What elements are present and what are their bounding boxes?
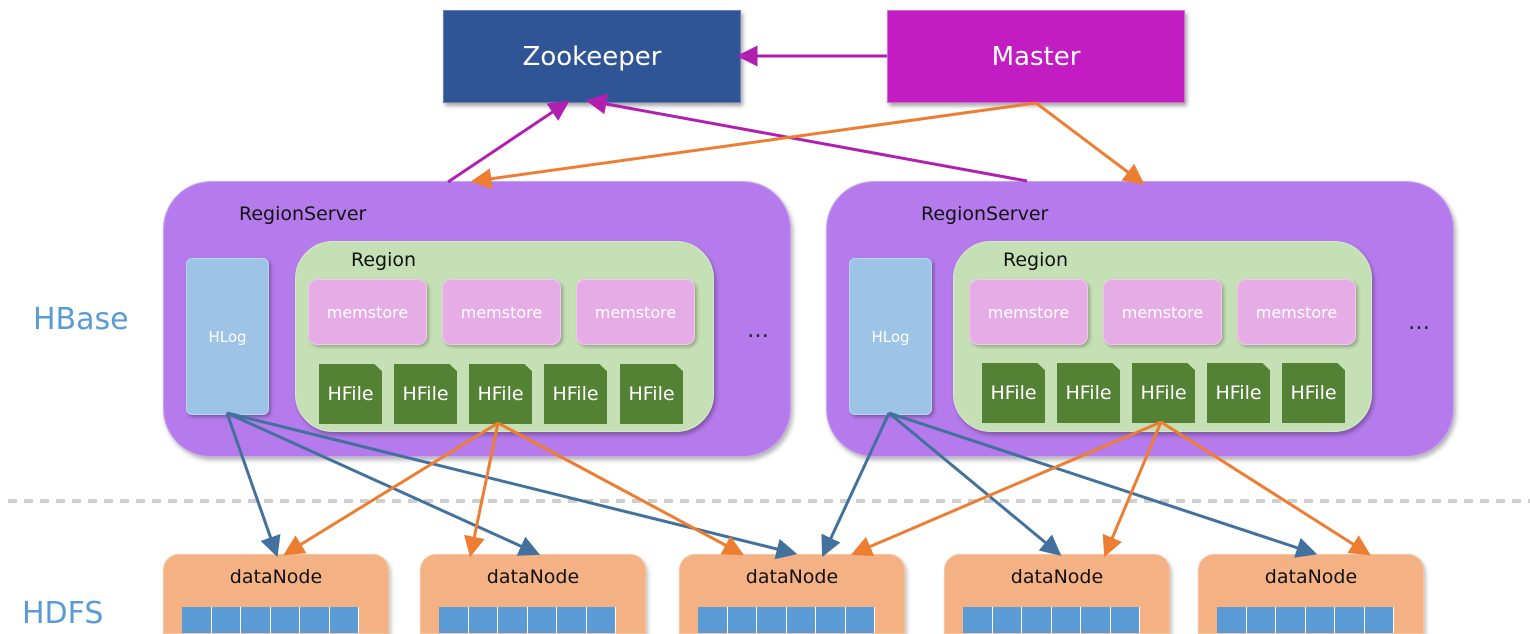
memstore: memstore [576,279,695,345]
hfile: HFile [1132,363,1195,423]
memstore: memstore [442,279,561,345]
memstore-label: memstore [594,302,677,322]
hlog-label: HLog [208,327,247,346]
data-node-label: dataNode [745,566,839,588]
memstore-label: memstore [987,302,1070,322]
hfile: HFile [394,364,457,424]
hfile: HFile [1282,363,1345,423]
memstore: memstore [308,279,427,345]
hfile: HFile [1057,363,1120,423]
region-server-2: RegionServer HLog Region memstore memsto… [826,181,1454,457]
data-node-1: dataNode [163,554,389,634]
hfile: HFile [544,364,607,424]
hfile-label: HFile [552,383,599,405]
hfile-label: HFile [1140,382,1187,404]
regionserver1-to-zookeeper-arrow [447,100,570,184]
region-server-1: RegionServer HLog Region memstore memsto… [163,181,791,457]
more-regions-ellipsis: … [1408,310,1430,335]
zookeeper-node: Zookeeper [443,10,741,103]
data-blocks [439,607,616,633]
data-node-3: dataNode [679,554,905,634]
hlog-label: HLog [871,327,910,346]
more-regions-ellipsis: … [747,318,769,343]
memstore-label: memstore [460,302,543,322]
regionserver2-to-zookeeper-arrow [585,93,1028,183]
region-server-label: RegionServer [921,203,1049,225]
hfile-label: HFile [1215,382,1262,404]
data-node-label: dataNode [1264,566,1358,588]
region: Region memstore memstore memstore HFile … [295,241,714,432]
hlog: HLog [849,258,932,415]
master-node: Master [887,10,1185,103]
region: Region memstore memstore memstore HFile … [953,241,1372,432]
memstore: memstore [1237,279,1356,345]
hfile-label: HFile [477,383,524,405]
region-server-label: RegionServer [239,203,367,225]
region-label: Region [1003,249,1069,271]
data-node-2: dataNode [420,554,646,634]
hfile: HFile [982,363,1045,423]
data-blocks [698,607,875,633]
memstore: memstore [1103,279,1222,345]
zookeeper-label: Zookeeper [522,41,662,72]
data-blocks [963,607,1140,633]
hdfs-layer-label: HDFS [22,596,104,631]
data-node-label: dataNode [229,566,323,588]
hbase-layer-label: HBase [33,302,129,337]
hfile-label: HFile [402,383,449,405]
hfile-label: HFile [990,382,1037,404]
hfile-label: HFile [327,383,374,405]
memstore-label: memstore [326,302,409,322]
master-label: Master [991,41,1081,72]
data-node-label: dataNode [1010,566,1104,588]
memstore: memstore [969,279,1088,345]
master-to-regionserver2-arrow [1035,101,1145,185]
memstore-label: memstore [1255,302,1338,322]
data-blocks [1217,607,1394,633]
data-node-label: dataNode [486,566,580,588]
hfile-label: HFile [1065,382,1112,404]
hfile: HFile [319,364,382,424]
hfile-label: HFile [1290,382,1337,404]
data-node-5: dataNode [1198,554,1424,634]
hfile-label: HFile [628,383,675,405]
memstore-label: memstore [1121,302,1204,322]
region-label: Region [351,249,417,271]
hlog: HLog [186,258,269,415]
hfile: HFile [620,364,683,424]
hfile: HFile [1207,363,1270,423]
hfile: HFile [469,364,532,424]
data-node-4: dataNode [944,554,1170,634]
master-to-regionserver1-arrow [470,101,1037,190]
data-blocks [182,607,359,633]
